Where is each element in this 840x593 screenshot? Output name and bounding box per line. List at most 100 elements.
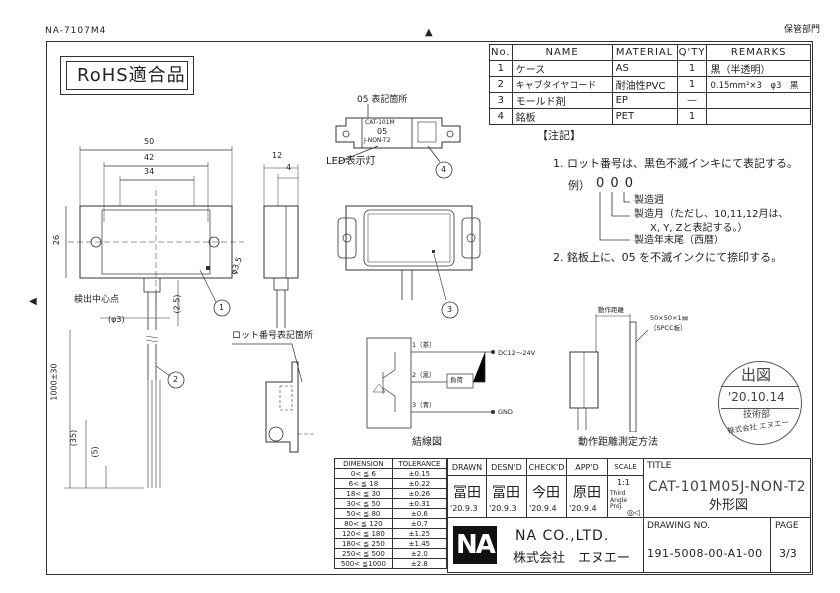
note-week: 製造週 — [634, 195, 664, 206]
date-approved: '20.9.4 — [569, 504, 597, 513]
company-name-en: NA CO.,LTD. — [515, 528, 610, 544]
drawn-header: DRAWN — [451, 463, 483, 472]
dim-12: 12 — [272, 151, 283, 160]
parts-header-name: NAME — [511, 44, 613, 61]
signature-approved: 原田 — [573, 485, 601, 501]
projection-label: Third Angle Proj. — [610, 490, 628, 511]
dimension-range: 500< ≦1000 — [334, 558, 393, 569]
stamp-top: 出図 — [741, 366, 772, 384]
lot-location-label: ロット番号表記箇所 — [232, 331, 314, 341]
storage-department-label: 保管部門 — [784, 25, 821, 35]
signature-designed: 冨田 — [492, 485, 520, 501]
part-name: 銘板 — [511, 108, 613, 125]
wiring-title: 結線図 — [412, 437, 442, 448]
part-name: キャブタイヤコード — [511, 76, 613, 93]
document-code: NA-7107M4 — [45, 26, 107, 36]
tolerance-value: ±0.6 — [391, 508, 448, 519]
part-material: 耐油性PVC — [611, 76, 678, 93]
part-material: AS — [611, 60, 678, 77]
scale-value: 1:1 — [617, 478, 630, 487]
scale-header: SCALE — [614, 463, 637, 471]
dim-35: (35) — [69, 429, 79, 447]
part-remarks — [706, 92, 811, 109]
parts-table-header-row: No. NAME MATERIAL Q'TY REMARKS — [489, 44, 811, 61]
balloon-4: 4 — [441, 165, 447, 174]
part-qty: 1 — [676, 108, 708, 125]
tolerance-value: ±1.25 — [391, 528, 448, 539]
part-name: ケース — [511, 60, 613, 77]
led-label: LED表示灯 — [326, 156, 376, 167]
dimension-range: 30< ≦ 50 — [334, 498, 393, 509]
load-label: 負荷 — [450, 376, 463, 384]
dim-50: 50 — [144, 137, 155, 146]
tolerance-value: ±0.15 — [391, 468, 448, 479]
dim-2-5: (2.5) — [172, 294, 182, 314]
drawing-no: 191-5008-00-A1-00 — [647, 547, 763, 560]
dim-42: 42 — [144, 153, 155, 162]
drawing-no-label: DRAWING NO. — [647, 521, 710, 531]
page-number: 3/3 — [779, 547, 797, 560]
label-plate-drawing — [335, 104, 461, 179]
part-remarks: 黒（半透明） — [706, 60, 811, 77]
wiring-diagram — [366, 337, 495, 429]
tolerance-value: ±2.0 — [391, 548, 448, 559]
table-row: 2 キャブタイヤコード 耐油性PVC 1 0.15mm²×3 φ3 黒 — [489, 76, 811, 93]
center-mark-left-icon: ◀ — [29, 296, 37, 307]
note-example-code: 0 0 0 — [596, 176, 635, 191]
part-material: PET — [611, 108, 678, 125]
dimension-range: 120< ≦ 180 — [334, 528, 393, 539]
balloon-3: 3 — [447, 305, 453, 314]
table-row: 3 モールド剤 EP — — [489, 92, 811, 109]
side-view-drawing — [263, 164, 299, 328]
measure-title: 動作距離測定方法 — [578, 437, 658, 448]
note-month-line2: X, Y, Zと表記する。） — [650, 223, 748, 234]
stamp-company: 株式会社 エヌエー — [726, 417, 790, 436]
part-number: CAT-101M05J-NON-T2 — [648, 479, 807, 495]
part-qty: 1 — [676, 76, 708, 93]
signature-drawn: 冨田 — [453, 485, 481, 501]
part-remarks: 0.15mm²×3 φ3 黒 — [706, 76, 811, 93]
lot-location-drawing — [232, 343, 316, 453]
table-row: 50< ≦ 80±0.6 — [334, 508, 448, 519]
label-model: CAT-101M — [365, 119, 395, 126]
signature-checked: 今田 — [532, 485, 560, 501]
parts-header-no: No. — [489, 44, 513, 61]
center-point-label: 検出中心点 — [74, 295, 120, 305]
part-no: 3 — [489, 92, 513, 109]
parts-header-qty: Q'TY — [676, 44, 708, 61]
parts-header-material: MATERIAL — [611, 44, 678, 61]
tolerance-header-dimension: DIMENSION — [334, 458, 393, 469]
title-block: DRAWN DESN'D CHECK'D APP'D SCALE TITLE 冨… — [447, 458, 811, 573]
part-remarks — [706, 108, 811, 125]
tolerance-value: ±0.7 — [391, 518, 448, 529]
wire-brown: 1（茶） — [412, 341, 436, 349]
dimension-range: 80< ≦ 120 — [334, 518, 393, 529]
table-row: 1 ケース AS 1 黒（半透明） — [489, 60, 811, 77]
dimension-range: 18< ≦ 30 — [334, 488, 393, 499]
stamp-date: '20.10.14 — [728, 390, 785, 404]
tolerance-value: ±1.45 — [391, 538, 448, 549]
label-variant: J-NON-T2 — [364, 137, 391, 144]
company-logo: NA — [453, 526, 497, 564]
parts-header-remarks: REMARKS — [706, 44, 811, 61]
table-row: 4 銘板 PET 1 — [489, 108, 811, 125]
table-row: 6< ≦ 18±0.22 — [334, 478, 448, 489]
supply-label: DC12～24V — [498, 349, 536, 357]
dim-cable-length: 1000±30 — [49, 363, 59, 401]
tolerance-table: DIMENSION TOLERANCE 0< ≦ 6±0.15 6< ≦ 18±… — [334, 458, 448, 569]
company-name-jp: 株式会社 エヌエー — [513, 551, 631, 566]
table-row: 500< ≦1000±2.8 — [334, 558, 448, 569]
part-material: EP — [611, 92, 678, 109]
label-callout-text: 05 表記箇所 — [357, 95, 408, 105]
part-no: 1 — [489, 60, 513, 77]
date-drawn: '20.9.3 — [450, 504, 478, 513]
date-checked: '20.9.4 — [529, 504, 557, 513]
part-no: 2 — [489, 76, 513, 93]
plate-material-label: （SPCC板） — [650, 324, 687, 332]
note-year: 製造年末尾（西暦） — [634, 235, 724, 246]
wire-blue: 3（青） — [412, 401, 436, 409]
tolerance-value: ±2.8 — [391, 558, 448, 569]
note-1: 1. ロット番号は、黒色不滅インキにて表記する。 — [553, 157, 798, 170]
dim-4: 4 — [286, 163, 292, 172]
label-code: 05 — [377, 127, 388, 136]
